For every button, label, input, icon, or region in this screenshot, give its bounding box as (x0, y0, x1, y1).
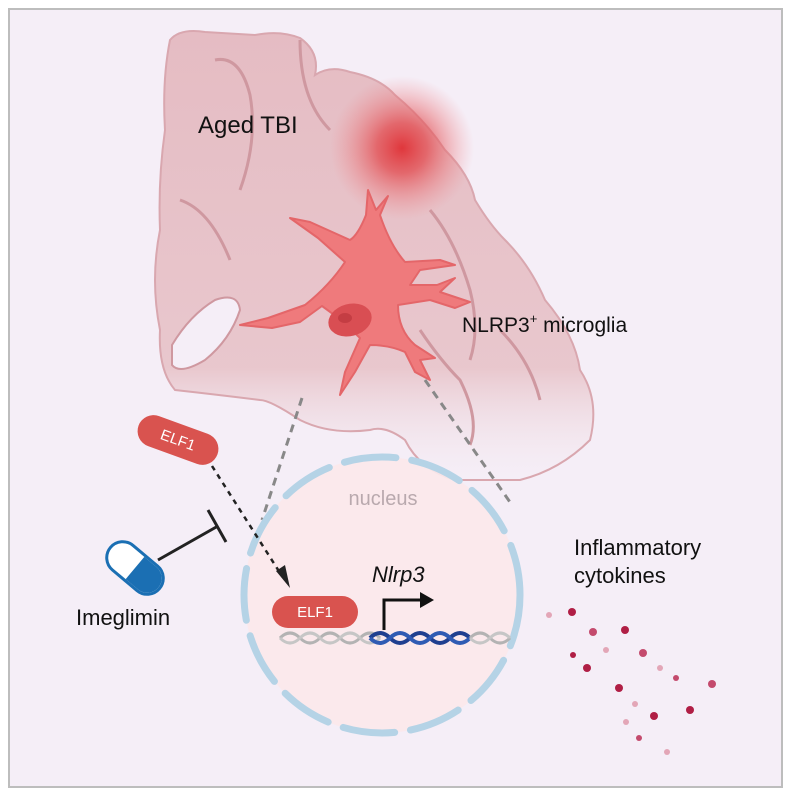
gene-label: Nlrp3 (372, 562, 425, 587)
elf1-inside-label: ELF1 (297, 604, 333, 621)
dna-helix (278, 631, 512, 645)
elf1-bound-pill: ELF1 (272, 596, 358, 628)
capsule-icon (105, 540, 165, 596)
translocation-arrow (210, 465, 284, 577)
cytokines-label-line2: cytokines (574, 563, 666, 588)
imeglimin-label: Imeglimin (76, 605, 170, 630)
inhibition-t-bar-icon (157, 509, 228, 562)
microglia-cell (239, 189, 471, 396)
zoom-line-left (260, 397, 304, 521)
zoom-line-right (423, 379, 514, 506)
transcription-arrow-icon (382, 598, 420, 630)
microglia-label: NLRP3+ microglia (462, 311, 627, 337)
cytokines-label-line1: Inflammatory (574, 535, 701, 560)
nucleus-label: nucleus (349, 488, 418, 510)
nuclear-envelope (240, 453, 524, 737)
elf1-pill: ELF1 (137, 415, 219, 465)
aged-tbi-label: Aged TBI (198, 112, 298, 139)
injury-site (330, 76, 474, 220)
nucleus (240, 453, 524, 737)
cytokine-particles (546, 608, 716, 755)
